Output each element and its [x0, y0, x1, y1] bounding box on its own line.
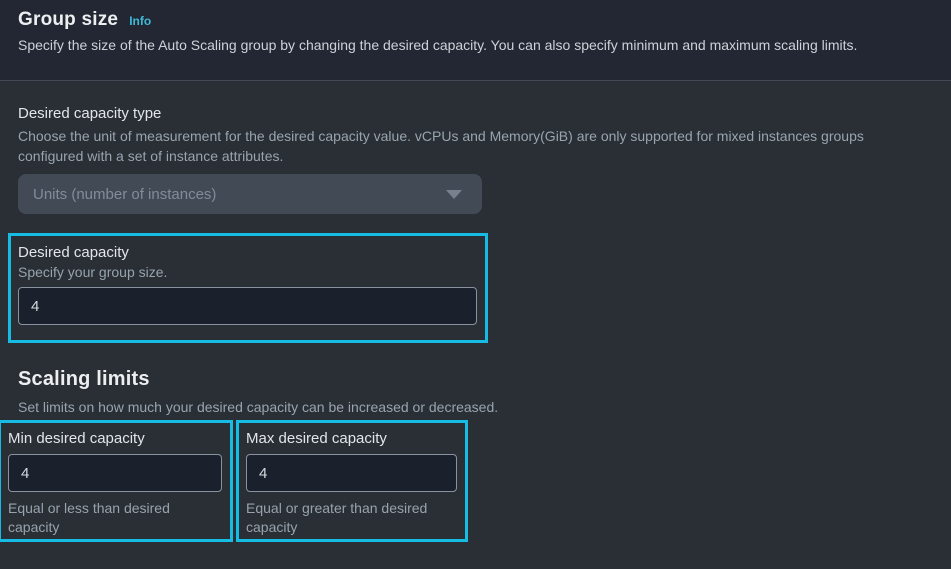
max-capacity-spotlight: Max desired capacity Equal or greater th… — [236, 420, 468, 542]
group-size-header: Group size Info Specify the size of the … — [0, 0, 951, 81]
min-capacity-helper: Equal or less than desired capacity — [8, 500, 170, 535]
chevron-down-icon — [446, 189, 462, 199]
desired-capacity-helper: Specify your group size. — [18, 264, 168, 280]
scaling-limits-row: Min desired capacity Equal or less than … — [0, 420, 933, 542]
min-capacity-label: Min desired capacity — [8, 430, 145, 447]
desired-capacity-input[interactable] — [18, 287, 477, 325]
max-capacity-label: Max desired capacity — [246, 430, 387, 447]
max-capacity-input[interactable] — [246, 454, 457, 492]
desired-capacity-type-description: Choose the unit of measurement for the d… — [18, 128, 864, 164]
header-description: Specify the size of the Auto Scaling gro… — [18, 37, 858, 53]
capacity-type-select[interactable]: Units (number of instances) — [18, 174, 482, 214]
title-row: Group size Info — [18, 9, 933, 31]
capacity-type-selected-value: Units (number of instances) — [33, 185, 217, 203]
max-capacity-helper: Equal or greater than desired capacity — [246, 500, 428, 535]
page-title: Group size — [18, 9, 119, 30]
desired-capacity-spotlight: Desired capacity Specify your group size… — [8, 233, 488, 343]
desired-capacity-label: Desired capacity — [18, 244, 129, 261]
form-body: Desired capacity type Choose the unit of… — [0, 105, 951, 542]
info-link[interactable]: Info — [129, 14, 152, 28]
min-capacity-spotlight: Min desired capacity Equal or less than … — [0, 420, 233, 542]
desired-capacity-type-label: Desired capacity type — [18, 105, 162, 122]
min-capacity-input[interactable] — [8, 454, 222, 492]
scaling-limits-description: Set limits on how much your desired capa… — [18, 399, 499, 415]
scaling-limits-title: Scaling limits — [18, 368, 150, 390]
